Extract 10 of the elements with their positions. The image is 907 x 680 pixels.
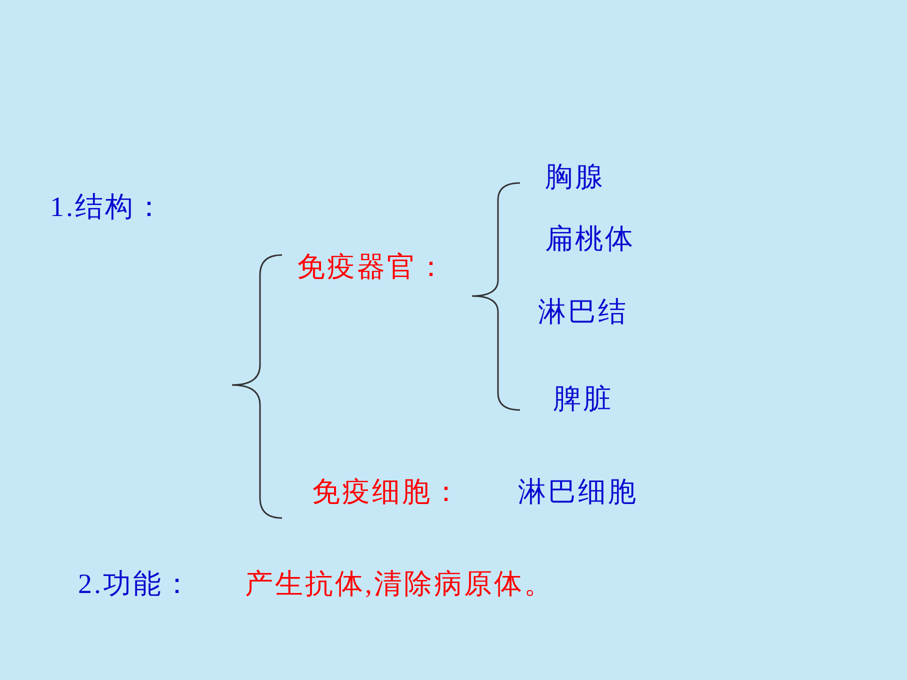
highlighted-label: 产生抗体,清除病原体。 bbox=[245, 568, 554, 602]
text-label: 淋巴结 bbox=[538, 296, 628, 330]
highlighted-label: 免疫细胞： bbox=[312, 476, 462, 510]
text-label: 脾脏 bbox=[553, 383, 613, 417]
text-label: 扁桃体 bbox=[545, 223, 635, 257]
text-label: 2.功能： bbox=[78, 568, 193, 602]
highlighted-label: 免疫器官： bbox=[297, 251, 447, 285]
text-label: 胸腺 bbox=[545, 161, 605, 195]
text-label: 淋巴细胞 bbox=[518, 476, 638, 510]
text-label: 1.结构： bbox=[50, 191, 165, 225]
